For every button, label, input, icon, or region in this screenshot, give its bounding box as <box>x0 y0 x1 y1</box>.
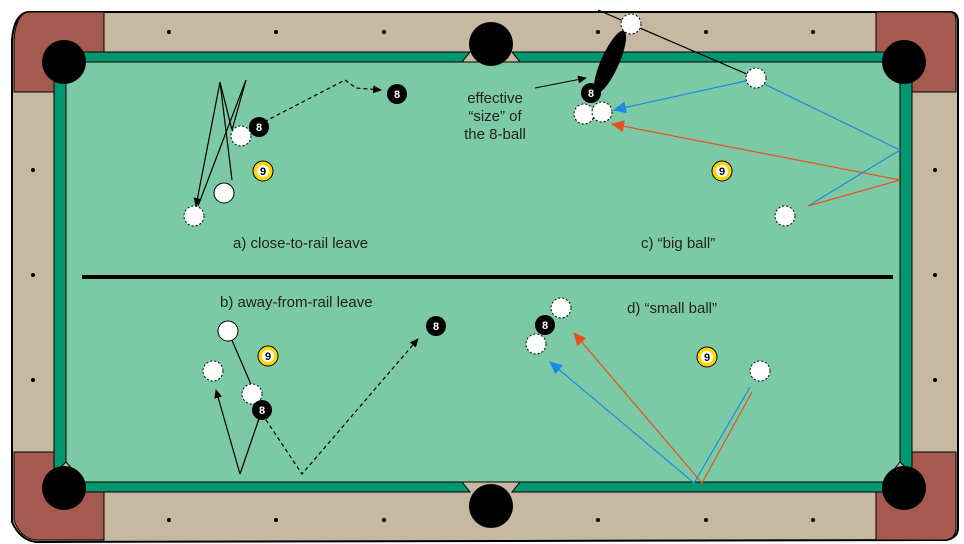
ghost-ball-c-bottom <box>774 205 796 227</box>
cushion-bottom-left <box>70 481 472 493</box>
rail-diamonds <box>31 30 937 522</box>
path-b-eight-ball <box>261 338 419 475</box>
ghost-ball-d-right <box>749 360 771 382</box>
cue-ball-c-start <box>745 67 767 89</box>
label-effective-1: effective <box>467 90 523 107</box>
cue-ball-b <box>217 320 239 342</box>
svg-text:9: 9 <box>260 166 266 178</box>
cushion-bottom-right <box>510 481 898 493</box>
pocket-bottom-right <box>882 466 926 510</box>
table-cloth <box>65 61 901 483</box>
path-d-blue <box>549 361 751 484</box>
ghost-ball-c-right <box>591 101 613 123</box>
cushion-left <box>53 70 67 476</box>
ghost-ball-c-left <box>573 103 595 125</box>
pocket-top-right <box>882 40 926 84</box>
nine-ball-c: 9 <box>711 160 733 182</box>
svg-text:8: 8 <box>394 89 400 101</box>
path-c-blue-arrow <box>613 79 751 114</box>
ghost-ball-d-left <box>525 333 547 355</box>
label-effective-2: “size” of <box>468 108 522 125</box>
ghost-ball-b2 <box>241 383 263 405</box>
ghost-ball-d-top <box>550 297 572 319</box>
ghost-ball-c-top <box>620 13 642 35</box>
path-c-orange <box>611 120 901 207</box>
eight-ball-d: 8 <box>535 315 555 335</box>
nine-ball-b: 9 <box>257 345 279 367</box>
path-d-orange <box>573 332 753 485</box>
eight-ball-b: 8 <box>252 400 272 420</box>
svg-text:8: 8 <box>588 88 594 100</box>
svg-text:8: 8 <box>542 320 548 332</box>
label-d: d) “small ball” <box>627 300 717 317</box>
label-effective-3: the 8-ball <box>464 126 526 143</box>
svg-text:9: 9 <box>719 166 725 178</box>
pocket-bottom-left <box>42 466 86 510</box>
nine-ball-d: 9 <box>696 346 718 368</box>
ghost-ball-a1 <box>230 125 252 147</box>
svg-text:8: 8 <box>256 122 262 134</box>
pocket-top-middle <box>469 22 513 66</box>
svg-text:9: 9 <box>265 351 271 363</box>
eight-ball-c: 8 <box>581 83 601 103</box>
cushion-right <box>899 70 913 476</box>
eight-ball-b-target: 8 <box>426 316 446 336</box>
label-b: b) away-from-rail leave <box>220 294 373 311</box>
ghost-ball-b1 <box>202 360 224 382</box>
cushion-top-left <box>70 51 472 63</box>
cue-ball-a <box>213 182 235 204</box>
svg-text:9: 9 <box>704 352 710 364</box>
eight-ball-a-target: 8 <box>387 84 407 104</box>
pocket-top-left <box>42 40 86 84</box>
svg-text:8: 8 <box>433 321 439 333</box>
label-c: c) “big ball” <box>641 235 715 252</box>
nine-ball-a: 9 <box>252 160 274 182</box>
effective-size-pointer <box>534 75 587 89</box>
pocket-bottom-middle <box>469 484 513 528</box>
path-a-cue <box>193 79 247 207</box>
cushion-top-right <box>510 51 898 63</box>
effective-size-shape <box>593 30 627 94</box>
ghost-ball-a2 <box>183 205 205 227</box>
svg-text:8: 8 <box>259 405 265 417</box>
path-c-blue <box>755 79 902 207</box>
eight-ball-a: 8 <box>249 117 269 137</box>
label-a: a) close-to-rail leave <box>233 235 368 252</box>
